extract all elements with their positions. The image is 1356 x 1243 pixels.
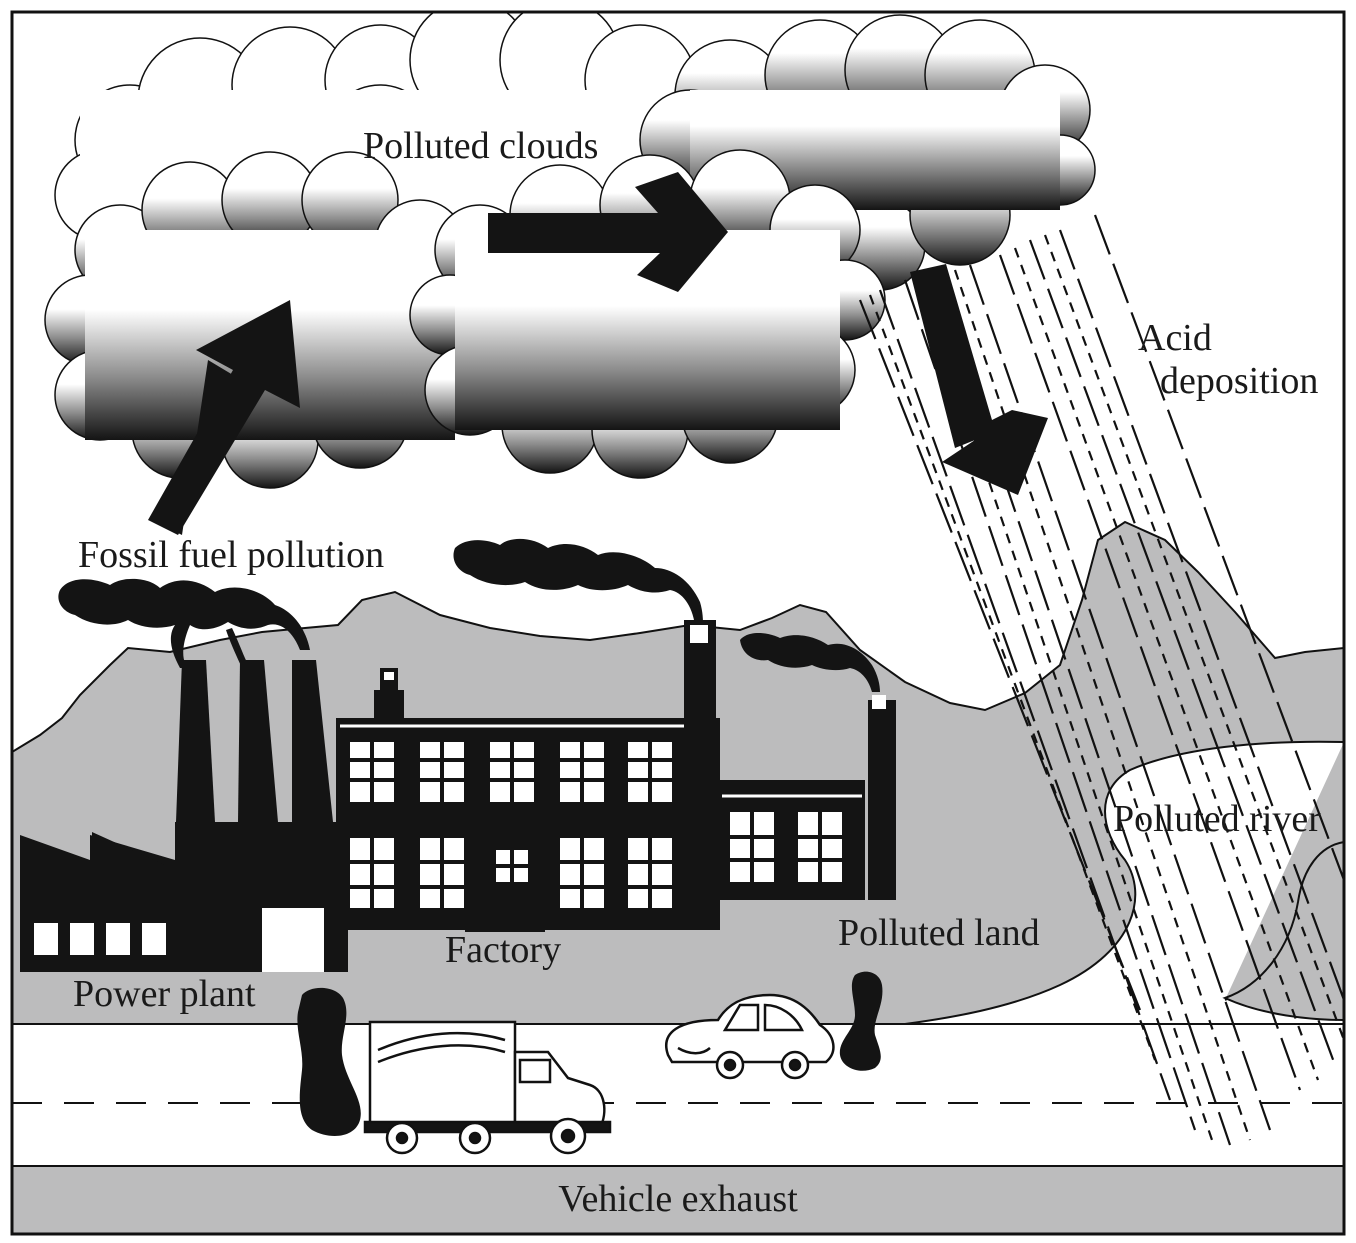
bottom-band [12, 1165, 1344, 1234]
arrow-drift-right [488, 172, 728, 292]
acid-rain-lines [858, 214, 1344, 1146]
arrow-deposition-down [910, 264, 1048, 495]
label-fossil-fuel-pollution: Fossil fuel pollution [78, 534, 384, 576]
truck [363, 1020, 612, 1155]
car [665, 993, 835, 1080]
smoke-plumes [58, 538, 883, 1136]
label-polluted-clouds: Polluted clouds [363, 125, 598, 167]
power-plant [20, 660, 348, 972]
label-vehicle-exhaust: Vehicle exhaust [558, 1178, 798, 1220]
label-deposition: deposition [1160, 360, 1318, 402]
label-acid: Acid [1138, 317, 1212, 359]
label-power-plant: Power plant [73, 973, 256, 1015]
diagram-frame [10, 10, 1346, 1236]
polluted-clouds [44, 12, 1096, 489]
label-polluted-land: Polluted land [838, 912, 1040, 954]
label-factory: Factory [445, 929, 561, 971]
arrow-fossil-to-clouds [148, 300, 300, 535]
label-polluted-river: Polluted river [1113, 798, 1321, 840]
